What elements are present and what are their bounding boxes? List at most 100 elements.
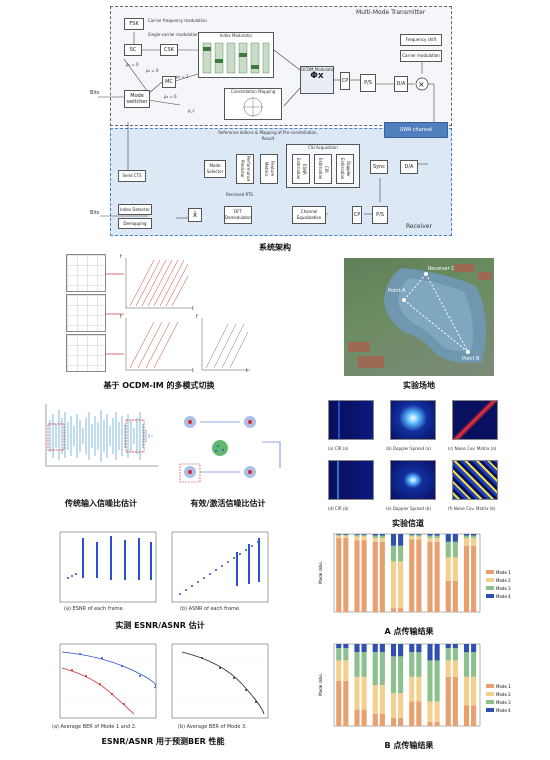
bar-4-mode-1 bbox=[390, 717, 397, 726]
bar-6-mode-4 bbox=[434, 534, 440, 536]
bar-8-mode-1 bbox=[471, 545, 477, 612]
mode-switcher-block: Mode switcher bbox=[124, 90, 150, 108]
ber-plots bbox=[59, 643, 269, 719]
bar-8-mode-1 bbox=[463, 545, 470, 612]
bar-3-mode-2 bbox=[372, 537, 378, 542]
bar-2-mode-3 bbox=[361, 534, 367, 537]
x-hat-block: x̂ bbox=[188, 208, 202, 222]
rho1-label: ρ₁ = 0 bbox=[126, 62, 139, 67]
bar-5-mode-4 bbox=[409, 534, 415, 535]
bar-5-mode-3 bbox=[409, 652, 415, 677]
bar-1-mode-3 bbox=[343, 534, 349, 536]
sp-rx-block: P/S bbox=[372, 206, 388, 224]
measured-snr-caption: 实测 ESNR/ASNR 估计 bbox=[115, 621, 205, 630]
site-point-b: Point B bbox=[462, 356, 480, 362]
bar-3-mode-2 bbox=[379, 685, 385, 714]
bar-6-mode-2 bbox=[427, 537, 433, 542]
bar-8-mode-1 bbox=[471, 705, 477, 726]
bar-3-mode-2 bbox=[379, 537, 385, 542]
bar-6-mode-4 bbox=[427, 644, 433, 661]
bar-5-mode-4 bbox=[416, 644, 422, 653]
measured-snr-label-b: (b) ASNR of each frame. bbox=[180, 606, 241, 612]
bar-6-mode-3 bbox=[427, 535, 433, 538]
bar-1-mode-4 bbox=[336, 644, 342, 649]
ocdm-modulator-label: OCDM Modulator bbox=[301, 67, 335, 72]
bar-4-mode-2 bbox=[390, 693, 397, 718]
bar-2-mode-2 bbox=[361, 536, 367, 541]
bar-8-mode-4 bbox=[471, 644, 477, 653]
bar-4-mode-3 bbox=[390, 545, 397, 562]
bar-8-mode-4 bbox=[463, 534, 470, 536]
system-architecture-diagram: Multi-Mode Transmitter Receiver bbox=[88, 4, 452, 236]
channel-label-d: (d) CIR (b) bbox=[328, 506, 349, 511]
bar-5-mode-1 bbox=[416, 701, 422, 726]
experiment-site-photo: Point A Receiver C Point B bbox=[344, 258, 494, 376]
bar-3-mode-4 bbox=[372, 644, 378, 653]
bar-2-mode-3 bbox=[354, 534, 360, 537]
bar-1-mode-1 bbox=[343, 680, 349, 726]
bar-4-mode-4 bbox=[398, 644, 404, 657]
bar-4-mode-1 bbox=[398, 717, 404, 726]
measured-snr-label-a: (a) ESNR of each frame. bbox=[64, 606, 125, 612]
bar-2-mode-1 bbox=[361, 709, 367, 726]
bar-1-mode-2 bbox=[343, 535, 349, 538]
mc-block: MC bbox=[162, 76, 176, 88]
bar-7-mode-3 bbox=[452, 541, 458, 558]
bar-3-mode-4 bbox=[379, 644, 385, 653]
bar-5-mode-1 bbox=[409, 539, 415, 612]
bar-7-mode-2 bbox=[452, 557, 458, 581]
channel-caption: 实验信道 bbox=[392, 519, 424, 528]
bar-1-mode-2 bbox=[336, 535, 342, 538]
bar-3-mode-1 bbox=[379, 713, 385, 726]
bar-3-mode-1 bbox=[379, 541, 385, 612]
y-axis-label: Mode ratio bbox=[318, 674, 323, 696]
bar-7-mode-1 bbox=[445, 676, 451, 726]
mode-selector-block: Mode Selector bbox=[204, 160, 226, 178]
bar-3-mode-3 bbox=[372, 535, 378, 538]
frequency-shift-block: Frequency shift bbox=[400, 34, 442, 46]
bar-6-mode-4 bbox=[434, 644, 440, 661]
bar-7-mode-4 bbox=[445, 644, 451, 649]
measured-snr-plots bbox=[59, 531, 269, 603]
site-receiver-c: Receiver C bbox=[428, 266, 455, 272]
system-architecture-caption: 系统架构 bbox=[259, 243, 291, 252]
bar-6-mode-2 bbox=[427, 701, 433, 722]
bar-7-mode-2 bbox=[445, 660, 451, 677]
index-detector-block: Index Detector bbox=[118, 204, 152, 215]
bar-1-mode-3 bbox=[343, 648, 349, 661]
bar-7-mode-1 bbox=[452, 676, 458, 726]
switching-axis-f2: f bbox=[120, 314, 122, 320]
bar-8-mode-3 bbox=[471, 652, 477, 677]
bar-8-mode-4 bbox=[471, 534, 477, 536]
switching-axis-f1: f bbox=[120, 254, 122, 260]
bar-1-mode-1 bbox=[336, 680, 342, 726]
ps-tx-block: P/S bbox=[360, 74, 376, 92]
legend-label: Mode 4 bbox=[496, 594, 511, 599]
effective-snr-constellation bbox=[179, 416, 281, 483]
performance-predictor-block: Performance Predictor bbox=[236, 154, 254, 184]
legend-label: Mode 1 bbox=[496, 570, 511, 575]
carrier-modulation-block: Carrier modulation bbox=[400, 50, 442, 62]
csk-block: CSK bbox=[160, 44, 178, 56]
doppler-a-heatmap bbox=[390, 400, 436, 440]
bar-3-mode-1 bbox=[372, 541, 378, 612]
receiver-block bbox=[110, 128, 452, 236]
bar-4-mode-2 bbox=[390, 561, 397, 609]
bar-5-mode-4 bbox=[409, 644, 415, 653]
bar-2-mode-2 bbox=[354, 536, 360, 541]
bar-2-mode-2 bbox=[354, 676, 360, 710]
traditional-snr-caption: 传统输入信噪比估计 bbox=[65, 499, 137, 508]
ber-label-a: (a) Average BER of Mode 1 and 2. bbox=[52, 724, 137, 730]
send-cts-block: Send CTS bbox=[118, 170, 146, 182]
bar-6-mode-1 bbox=[434, 721, 440, 726]
cir-b-heatmap bbox=[328, 460, 374, 500]
channel-equalization-block: Channel Equalization bbox=[292, 206, 326, 224]
mode-switching-figure: f t f t f t bbox=[62, 252, 254, 376]
bar-7-mode-4 bbox=[452, 644, 458, 649]
bar-8-mode-2 bbox=[471, 537, 477, 546]
bar-4-mode-2 bbox=[398, 561, 404, 609]
bar-8-mode-2 bbox=[471, 676, 477, 706]
constellation-mapping-label: Constellation Mapping bbox=[230, 89, 276, 94]
switching-thumb-2 bbox=[66, 294, 106, 332]
